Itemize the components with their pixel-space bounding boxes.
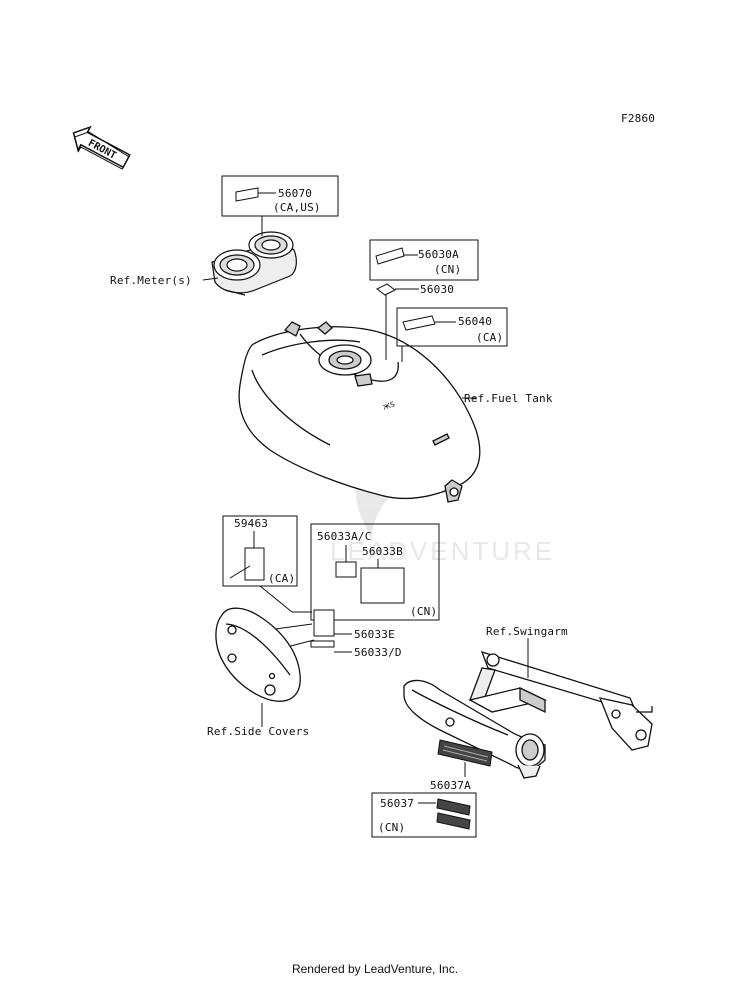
part-56040[interactable]: 56040	[458, 315, 492, 328]
decal-56037-lower-icon	[436, 812, 471, 830]
ref-swingarm-label: Ref.Swingarm	[486, 625, 568, 638]
decal-56033D-icon	[310, 640, 335, 648]
diagram-code: F2860	[621, 112, 655, 125]
part-56033B-note: (CN)	[410, 605, 437, 618]
part-56037-box	[371, 792, 477, 838]
decal-56040-icon	[402, 315, 436, 331]
part-56033B[interactable]: 56033B	[362, 545, 403, 558]
fuel-tank: ЖS	[238, 321, 481, 503]
svg-text:ЖS: ЖS	[382, 400, 397, 412]
ref-side-covers-label: Ref.Side Covers	[207, 725, 309, 738]
part-56030A[interactable]: 56030A	[418, 248, 459, 261]
part-56033D[interactable]: 56033/D	[354, 646, 402, 659]
meter-assembly	[211, 231, 297, 296]
part-56030A-note: (CN)	[434, 263, 461, 276]
decal-56033E-icon	[313, 609, 335, 637]
ref-fuel-tank-label: Ref.Fuel Tank	[464, 392, 553, 405]
decal-56030A-icon	[375, 247, 405, 265]
front-arrow-icon: FRONT	[72, 125, 131, 170]
footer-credit: Rendered by LeadVenture, Inc.	[291, 962, 459, 976]
part-56033-box	[310, 523, 440, 621]
decal-56033B-icon	[360, 567, 405, 604]
part-59463[interactable]: 59463	[234, 517, 268, 530]
decal-56037-upper-icon	[436, 798, 471, 816]
part-56030A-box	[369, 239, 479, 281]
swingarm	[403, 650, 653, 779]
decal-56037A-icon	[437, 739, 493, 767]
watermark-text: LEADVENTURE	[330, 536, 555, 566]
part-56037-note: (CN)	[378, 821, 405, 834]
side-cover	[215, 607, 301, 702]
part-56070[interactable]: 56070	[278, 187, 312, 200]
decal-56033AC-icon	[335, 561, 357, 578]
decal-59463-icon	[244, 547, 265, 581]
part-56070-note: (CA,US)	[273, 201, 321, 214]
part-59463-note: (CA)	[268, 572, 295, 585]
decal-56030-icon	[376, 283, 396, 296]
part-56033AC[interactable]: 56033A/C	[317, 530, 372, 543]
ref-meter-label: Ref.Meter(s)	[110, 274, 192, 287]
part-56030[interactable]: 56030	[420, 283, 454, 296]
part-56037[interactable]: 56037	[380, 797, 414, 810]
decal-56070-icon	[235, 187, 259, 202]
part-56070-box	[221, 175, 339, 217]
part-56037A[interactable]: 56037A	[430, 779, 471, 792]
part-56040-box	[396, 307, 508, 347]
part-56033E[interactable]: 56033E	[354, 628, 395, 641]
part-56040-note: (CA)	[476, 331, 503, 344]
